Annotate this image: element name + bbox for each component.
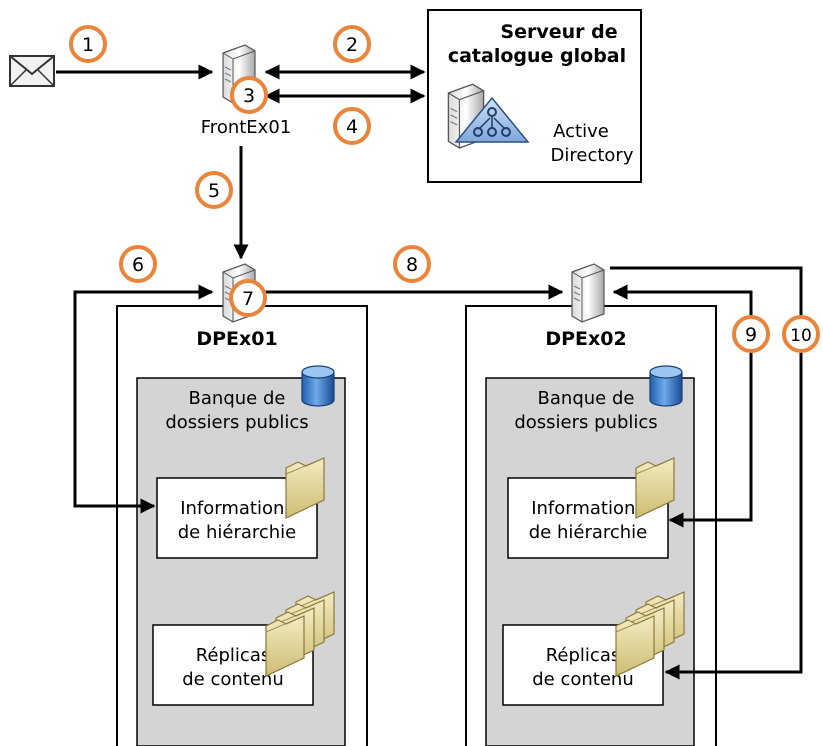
global-catalog-title-line1: Serveur de (500, 21, 617, 43)
step-number: 7 (242, 288, 254, 310)
step-badge-2: 2 (333, 25, 371, 63)
step-badge-4: 4 (333, 107, 371, 145)
envelope-icon (9, 55, 55, 87)
dpex01-replica-label-line2: de contenu (182, 669, 284, 690)
step-badge-7: 7 (229, 279, 267, 317)
global-catalog-title-line2: catalogue global (448, 45, 626, 67)
active-directory-icon (454, 96, 530, 143)
step-number: 5 (208, 180, 220, 202)
step-number: 4 (346, 116, 358, 138)
step-badge-3: 3 (230, 76, 268, 114)
step-badge-6: 6 (119, 245, 157, 283)
step-badge-8: 8 (393, 245, 431, 283)
dpex01-hierarchy-label-line1: Informations (180, 498, 294, 519)
arrow-dpex02-hierarchy (612, 284, 753, 528)
dpex02-name: DPEx02 (545, 328, 626, 350)
step-badge-9: 9 (732, 315, 770, 353)
step-badge-5: 5 (195, 171, 233, 209)
arrow-dpex02-replicas (610, 266, 803, 680)
server-icon (571, 263, 605, 323)
dpex01-hierarchy-label-line2: de hiérarchie (178, 522, 297, 543)
dpex02-hierarchy-label-line2: de hiérarchie (529, 522, 648, 543)
dpex02-store-label-line2: dossiers publics (514, 412, 657, 433)
step-number: 3 (243, 85, 255, 107)
dpex02-replica-label-line2: de contenu (532, 669, 634, 690)
step-number: 6 (132, 254, 144, 276)
step-badge-1: 1 (69, 25, 107, 63)
active-directory-label-line1: Active (553, 121, 609, 142)
dpex02-replica-label-line1: Réplicas (546, 645, 621, 666)
database-icon (649, 365, 683, 407)
dpex01-name: DPEx01 (196, 328, 277, 350)
step-number: 10 (790, 326, 812, 346)
dpex01-replica-label-line1: Réplicas (196, 645, 271, 666)
step-badges: 1 2 3 4 5 6 7 8 9 10 (69, 25, 820, 353)
front-server-label: FrontEx01 (201, 117, 291, 138)
dpex01-store-label-line1: Banque de (189, 388, 286, 409)
step-badge-10: 10 (782, 315, 820, 353)
dpex01-store-label-line2: dossiers publics (165, 412, 308, 433)
arrow-dpex01-hierarchy (73, 284, 214, 514)
step-number: 1 (82, 34, 94, 56)
step-number: 2 (346, 34, 358, 56)
step-number: 9 (745, 324, 757, 346)
step-number: 8 (406, 254, 418, 276)
dpex02-store-label-line1: Banque de (538, 388, 635, 409)
dpex02-hierarchy-label-line1: Informations (531, 498, 645, 519)
active-directory-label-line2: Directory (551, 145, 634, 166)
database-icon (301, 365, 335, 407)
